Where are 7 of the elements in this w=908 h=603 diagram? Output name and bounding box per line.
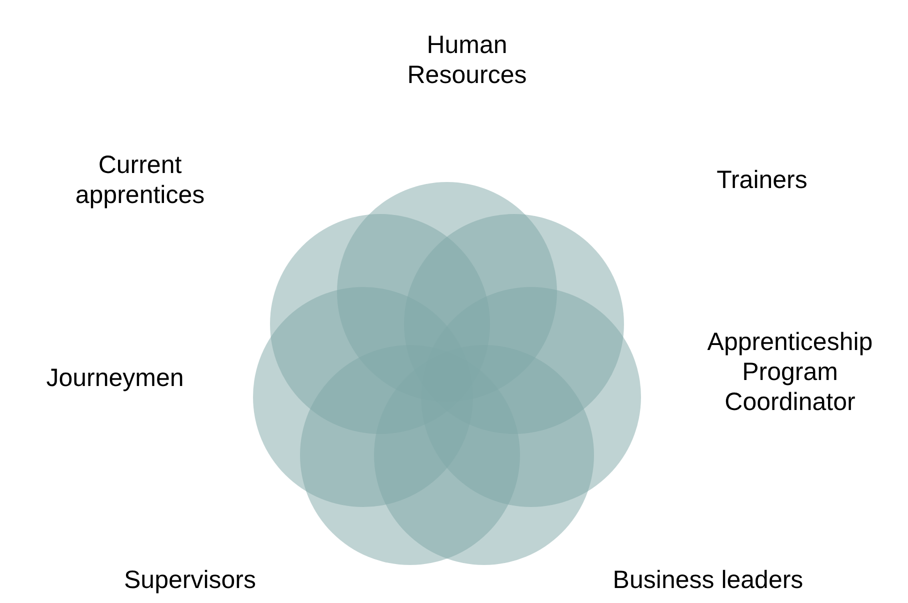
stakeholder-label: Trainers [716,165,808,195]
stakeholder-label: Journeymen [46,363,184,393]
stakeholder-label: Supervisors [124,565,256,595]
stakeholder-label: Current apprentices [74,150,206,210]
stakeholder-label: Business leaders [612,565,804,595]
stakeholder-label: Apprenticeship Program Coordinator [706,327,874,417]
stakeholder-label: Human Resources [406,30,528,90]
